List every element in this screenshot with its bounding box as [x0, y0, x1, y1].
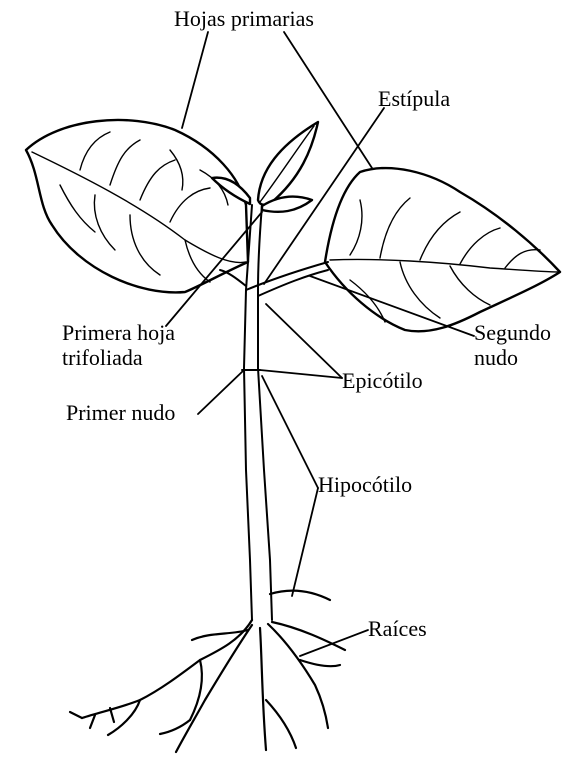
label-primera-hoja-line2: trifoliada: [62, 345, 175, 370]
right-primary-leaf: [325, 168, 560, 331]
label-raices: Raíces: [368, 616, 427, 641]
label-epicotilo: Epicótilo: [342, 368, 423, 393]
label-segundo-nudo: Segundo nudo: [474, 320, 551, 370]
label-hojas-primarias: Hojas primarias: [174, 6, 314, 31]
label-segundo-nudo-line2: nudo: [474, 345, 551, 370]
label-segundo-nudo-line1: Segundo: [474, 320, 551, 345]
left-primary-leaf: [26, 120, 248, 292]
label-primera-hoja-trifoliada: Primera hoja trifoliada: [62, 320, 175, 370]
label-primera-hoja-line1: Primera hoja: [62, 320, 175, 345]
roots: [70, 591, 345, 752]
label-primer-nudo: Primer nudo: [66, 400, 175, 425]
label-estipula: Estípula: [378, 86, 450, 111]
label-hipocotilo: Hipocótilo: [318, 472, 412, 497]
leader-lines: [166, 32, 474, 656]
